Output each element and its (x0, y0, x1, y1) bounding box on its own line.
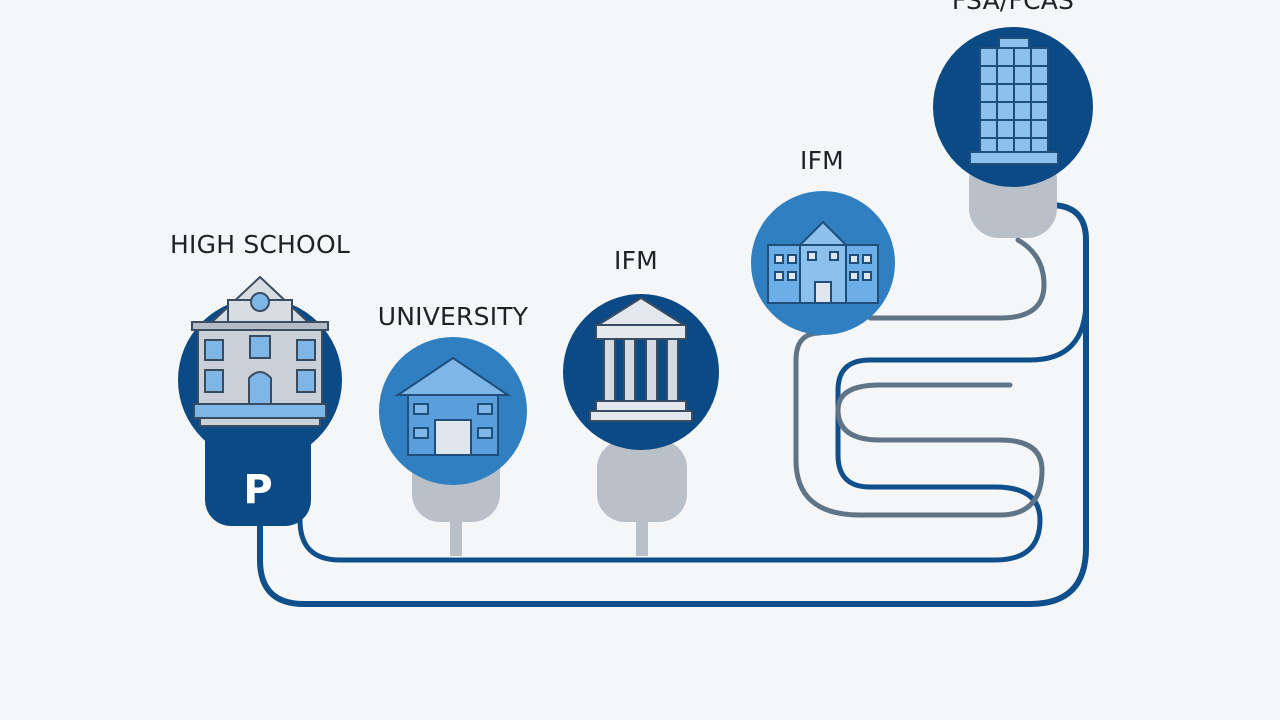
node-university (379, 337, 527, 556)
upper-gray-path (867, 237, 1047, 321)
university-building-icon (394, 356, 512, 456)
node-ifm-2 (751, 191, 895, 335)
node-fsa-fcas (933, 27, 1093, 238)
connector-paths (257, 202, 1089, 607)
node-label-university: UNIVERSITY (377, 302, 529, 331)
school-building-icon (191, 275, 329, 427)
node-label-ifm-1: IFM (614, 246, 658, 275)
start-badge-letter: P (243, 467, 273, 513)
columned-institution-icon (589, 296, 693, 422)
node-label-high-school: HIGH SCHOOL (170, 230, 350, 259)
outer-dark-path (257, 202, 1089, 607)
node-stem (597, 440, 687, 522)
node-high-school (178, 275, 342, 526)
node-ifm-1 (563, 294, 719, 556)
node-stem-tip (636, 522, 648, 556)
campus-building-icon (767, 220, 879, 304)
node-label-ifm-2: IFM (800, 146, 844, 175)
gray-loop-path (793, 330, 1045, 518)
middle-dark-path (297, 297, 1089, 563)
node-stem-tip (450, 522, 462, 556)
office-tower-icon (969, 37, 1059, 165)
node-label-fsa-fcas: FSA/FCAS (951, 0, 1075, 15)
